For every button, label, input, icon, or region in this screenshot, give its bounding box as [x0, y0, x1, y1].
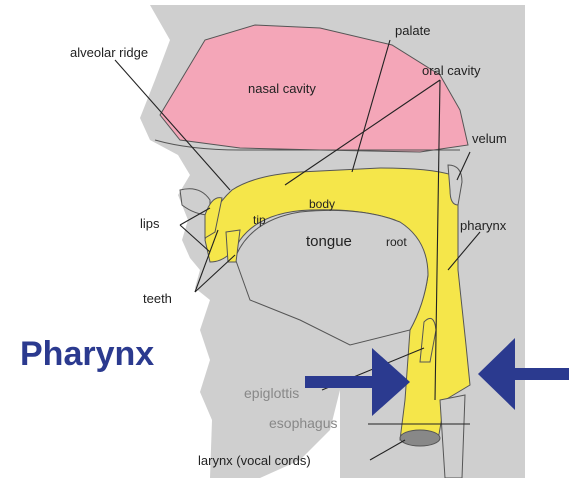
label-epiglottis: epiglottis [244, 385, 299, 401]
label-velum: velum [472, 131, 507, 146]
overlay-title: Pharynx [20, 335, 154, 373]
label-tongue: tongue [306, 233, 352, 250]
esophagus-shape [440, 395, 465, 478]
label-teeth: teeth [143, 291, 172, 306]
label-palate: palate [395, 23, 430, 38]
label-alveolar-ridge: alveolar ridge [70, 45, 148, 60]
label-pharynx: pharynx [460, 218, 507, 233]
larynx-shape [400, 430, 440, 446]
right-arrow-shaft [510, 368, 569, 380]
label-tip: tip [253, 213, 266, 227]
label-larynx: larynx (vocal cords) [198, 453, 311, 468]
label-esophagus: esophagus [269, 415, 338, 431]
label-nasal-cavity: nasal cavity [248, 81, 316, 96]
label-root: root [386, 235, 407, 249]
left-arrow-shaft [305, 376, 377, 388]
label-oral-cavity: oral cavity [422, 63, 481, 78]
label-body: body [309, 197, 335, 211]
label-lips: lips [140, 216, 160, 231]
